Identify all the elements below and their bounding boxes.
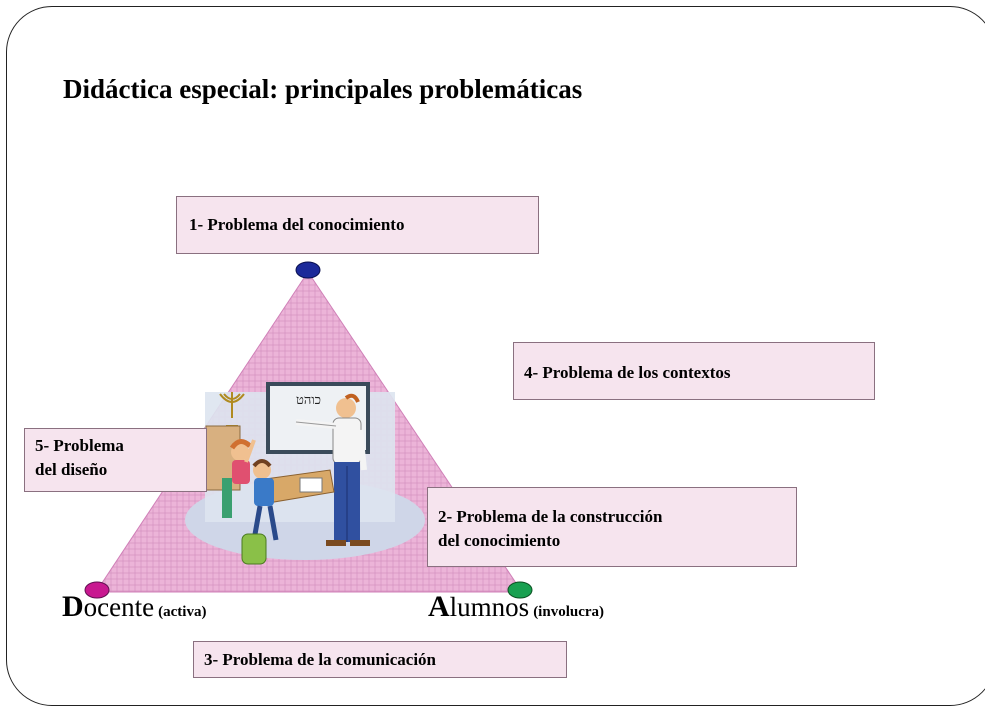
docente-note: (activa) bbox=[158, 604, 207, 620]
docente-rest: ocente bbox=[83, 592, 155, 622]
problem-knowledge-label: 1- Problema del conocimiento bbox=[189, 215, 405, 234]
right-node bbox=[507, 581, 533, 599]
problem-design-box: 5- Problema del diseño bbox=[24, 428, 207, 492]
vertex-label-docente: Docente (activa) bbox=[62, 590, 206, 624]
problem-construction-line1: 2- Problema de la construcción bbox=[438, 507, 663, 526]
problem-construction-line2: del conocimiento bbox=[438, 531, 561, 550]
slide-title: Didáctica especial: principales problemá… bbox=[63, 74, 583, 104]
problem-construction-box: 2- Problema de la construcción del conoc… bbox=[427, 487, 797, 567]
docente-initial: D bbox=[62, 590, 84, 623]
problem-contexts-label: 4- Problema de los contextos bbox=[524, 363, 731, 382]
top-node bbox=[295, 261, 321, 279]
problem-design-line1: 5- Problema bbox=[35, 436, 124, 455]
teacher-classroom-clipart: כוהט bbox=[185, 382, 425, 565]
alumnos-initial: A bbox=[428, 590, 450, 623]
problem-communication-box: 3- Problema de la comunicación bbox=[193, 641, 567, 678]
problem-knowledge-box: 1- Problema del conocimiento bbox=[176, 196, 539, 254]
alumnos-rest: lumnos bbox=[449, 592, 530, 622]
problem-design-line2: del diseño bbox=[35, 460, 108, 479]
problem-communication-label: 3- Problema de la comunicación bbox=[204, 650, 436, 669]
triangle-diagram: כוהט bbox=[84, 261, 533, 599]
left-node bbox=[84, 581, 110, 599]
problem-contexts-box: 4- Problema de los contextos bbox=[513, 342, 875, 400]
vertex-label-alumnos: Alumnos (involucra) bbox=[428, 590, 604, 624]
svg-text:כוהט: כוהט bbox=[296, 393, 321, 408]
alumnos-note: (involucra) bbox=[533, 604, 605, 620]
